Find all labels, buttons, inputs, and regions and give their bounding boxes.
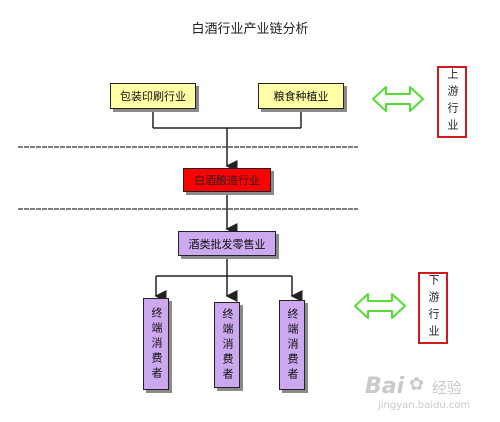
downstream-double-arrow-icon	[354, 293, 406, 319]
packaging-printing-box: 包装印刷行业	[110, 83, 196, 109]
downstream-industry-label: 下游行业	[418, 272, 448, 344]
watermark-brand-cn: 经验	[432, 379, 463, 397]
watermark-url: jingyan.baidu.com	[378, 400, 471, 411]
end-consumer-box-3: 终端消费者	[279, 300, 305, 390]
end-consumer-box-2: 终端消费者	[214, 302, 240, 388]
end-consumer-box-1: 终端消费者	[143, 298, 169, 390]
grain-planting-box: 粮食种植业	[258, 83, 344, 109]
upstream-industry-label: 上游行业	[437, 66, 467, 138]
liquor-brewing-box: 白酒酿造行业	[183, 168, 271, 192]
watermark-brand: Bai	[365, 374, 405, 399]
wholesale-retail-box: 酒类批发零售业	[178, 231, 276, 256]
diagram-title: 白酒行业产业链分析	[191, 22, 309, 37]
upstream-double-arrow-icon	[372, 86, 424, 112]
paw-icon: ✿	[409, 374, 425, 395]
